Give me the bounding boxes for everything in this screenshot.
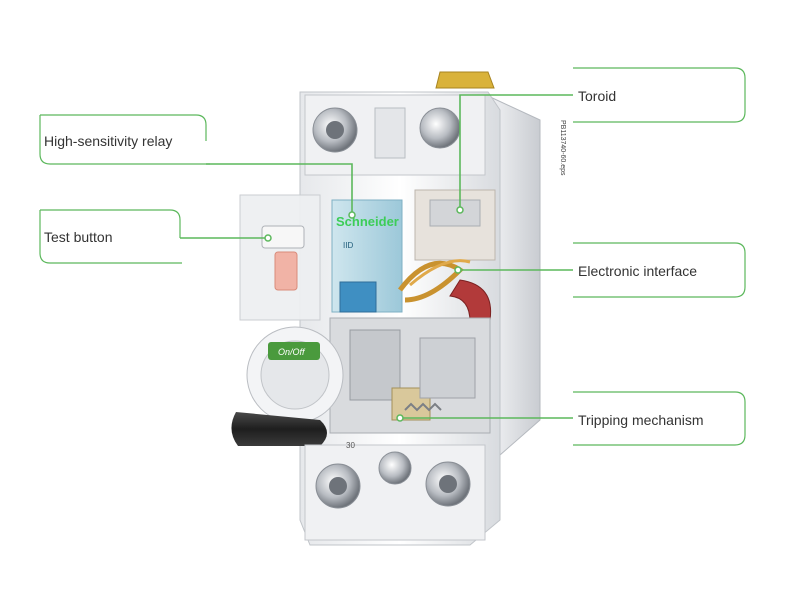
relay-core bbox=[339, 281, 377, 313]
leader-lines bbox=[180, 94, 573, 419]
brand-logo-text: Schneider bbox=[336, 214, 399, 229]
label-electronic-interface: Electronic interface bbox=[578, 263, 698, 279]
toroid-leader bbox=[459, 94, 573, 210]
rating-marking: 30 bbox=[346, 441, 355, 450]
trip-spring bbox=[404, 402, 442, 412]
toggle-handle bbox=[231, 412, 327, 446]
label-toroid: Toroid bbox=[578, 88, 617, 104]
top-clip bbox=[435, 71, 495, 89]
relay-marking: IID bbox=[343, 241, 353, 250]
callout-frames bbox=[39, 67, 746, 446]
label-test-button: Test button bbox=[44, 229, 113, 245]
test-button-cap bbox=[261, 225, 305, 249]
svg-text:On/Off: On/Off bbox=[278, 347, 306, 357]
side-code-text: PB113740-60.eps bbox=[559, 120, 566, 176]
test-spring bbox=[274, 251, 298, 291]
top-right-screw bbox=[419, 107, 461, 149]
status-window bbox=[268, 342, 320, 360]
label-tripping-mechanism: Tripping mechanism bbox=[578, 412, 704, 428]
label-high-sensitivity-relay: High-sensitivity relay bbox=[44, 133, 173, 149]
relay-leader bbox=[206, 163, 353, 215]
